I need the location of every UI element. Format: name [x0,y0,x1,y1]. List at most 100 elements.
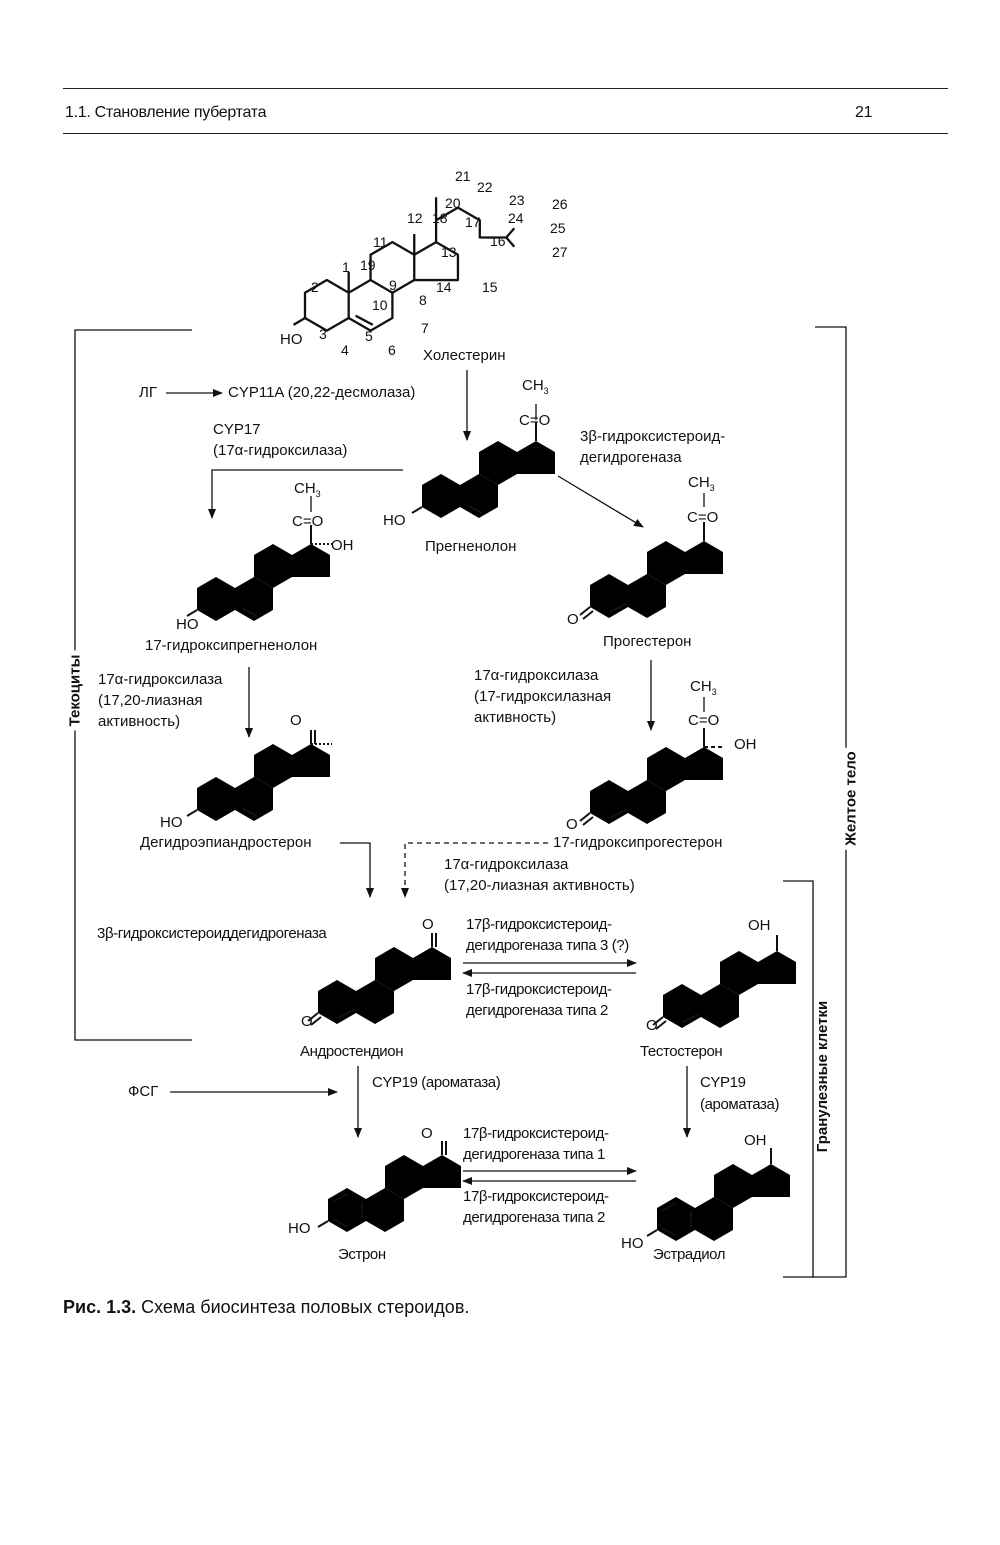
pregnenolone-ch3: CH3 [522,377,549,397]
carbon-number: 12 [407,210,423,226]
compound-hydroxyprogesterone: 17-гидроксипрогестерон [553,834,723,851]
carbon-number: 4 [341,342,349,358]
enzyme-cyp19-right-line2: (ароматаза) [700,1096,780,1113]
dhea-ho: HO [160,814,183,831]
label-corpus-luteum: Желтое тело [842,747,860,850]
enzyme-hydroxylase-right-line3: активность) [474,709,557,726]
page-number: 21 [855,104,873,121]
estradiol-ho: HO [621,1235,644,1252]
enzyme-lyase-mid-line1: 17α-гидроксилаза [444,856,569,873]
carbon-number: 8 [419,292,427,308]
testosterone-oh17: OH [748,917,771,934]
carbon-number: 13 [441,244,457,260]
carbon-number: 11 [373,234,388,250]
enzyme-hsd17b3-line1: 17β-гидроксистероид- [466,916,612,933]
hydroxypregnenolone-structure [186,525,332,621]
enzyme-hsd17b2b-line1: 17β-гидроксистероид- [463,1188,609,1205]
arrow-dhea-androstenedione [340,842,374,898]
enzyme-hsd3b-top-line2: дегидрогеназа [580,449,682,466]
arrow-pregnenolone-progesterone [557,475,644,528]
enzyme-hsd17b2a-line1: 17β-гидроксистероид- [466,981,612,998]
testosterone-structure [652,935,796,1030]
enzyme-hsd17b2a-line2: дегидрогеназа типа 2 [466,1002,608,1019]
hydroxypregnenolone-ch3: CH3 [294,480,321,500]
estradiol-oh17: OH [744,1132,767,1149]
enzyme-hsd3b-mid: 3β-гидроксистероиддегидрогеназа [97,925,327,942]
hydroxypregnenolone-co: C=O [292,513,324,530]
caption-text: Схема биосинтеза половых стероидов. [136,1297,470,1317]
progesterone-ch3: CH3 [688,474,715,494]
header-rule-top [63,88,948,89]
enzyme-hsd3b-top-line1: 3β-гидроксистероид- [580,428,726,445]
regulator-fsh: ФСГ [128,1083,159,1100]
carbon-number: 21 [455,168,471,184]
estrone-ho: HO [288,1220,311,1237]
carbon-number: 25 [550,220,566,236]
carbon-number: 26 [552,196,568,212]
carbon-number: 16 [490,233,506,249]
enzyme-hydroxylase-right-line1: 17α-гидроксилаза [474,667,599,684]
testosterone-o3: O [646,1017,658,1034]
section-title: 1.1. Становление пубертата [65,104,267,121]
cholesterol-ho: HO [280,331,303,348]
enzyme-cyp17-line1: CYP17 [213,421,261,438]
carbon-number: 14 [436,279,452,295]
hydroxypregnenolone-oh: OH [331,537,354,554]
enzyme-cyp17-line2: (17α-гидроксилаза) [213,442,348,459]
arrow-pregnenolone-17oh [208,469,403,519]
regulator-lh: ЛГ [139,384,157,401]
androstenedione-structure [307,933,451,1026]
carbon-number: 27 [552,244,568,260]
androstenedione-o3: O [301,1013,313,1030]
enzyme-lyase-left-line1: 17α-гидроксилаза [98,671,223,688]
carbon-number: 10 [372,297,388,313]
estrone-structure [317,1141,461,1232]
carbon-number: 7 [421,320,429,336]
compound-progesterone: Прогестерон [603,633,692,650]
compound-dhea: Дегидроэпиандростерон [140,834,312,851]
enzyme-cyp19-left: CYP19 (ароматаза) [372,1074,501,1091]
carbon-number: 2 [311,279,319,295]
carbon-number: 3 [319,326,327,342]
dhea-o: O [290,712,302,729]
enzyme-cyp11a: CYP11A (20,22-десмолаза) [228,384,416,401]
carbon-number: 9 [389,277,397,293]
progesterone-o: O [567,611,579,628]
carbon-number: 20 [445,195,461,211]
enzyme-hsd17b1-line1: 17β-гидроксистероид- [463,1125,609,1142]
hydroxyprogesterone-structure [579,728,725,826]
compound-hydroxypregnenolone: 17-гидроксипрегненолон [145,637,318,654]
carbon-number: 5 [365,328,373,344]
carbon-number: 22 [477,179,493,195]
carbon-number: 23 [509,192,525,208]
caption-label: Рис. 1.3. [63,1297,137,1317]
enzyme-hsd17b2b-line2: дегидрогеназа типа 2 [463,1209,605,1226]
carbon-number: 24 [508,210,524,226]
compound-androstenedione: Андростендион [300,1043,404,1060]
hydroxyprogesterone-co: C=O [688,712,720,729]
hydroxyprogesterone-ch3: CH3 [690,678,717,698]
carbon-number: 18 [432,210,448,226]
carbon-number: 1 [342,259,350,275]
cholesterol-structure [292,197,516,332]
granulosa-bracket [783,880,814,1278]
compound-estradiol: Эстрадиол [653,1246,726,1263]
pregnenolone-co: C=O [519,412,551,429]
estrone-o17: O [421,1125,433,1142]
label-granulosa-cells: Гранулезные клетки [814,996,832,1157]
androstenedione-o17: O [422,916,434,933]
carbon-number: 17 [465,214,481,230]
figure-caption: Рис. 1.3. Схема биосинтеза половых стеро… [63,1297,469,1318]
arrow-17ohp-androstenedione [401,842,548,898]
enzyme-hsd17b1-line2: дегидрогеназа типа 1 [463,1146,605,1163]
enzyme-hsd17b3-line2: дегидрогеназа типа 3 (?) [466,937,629,954]
pregnenolone-ho: HO [383,512,406,529]
compound-pregnenolone: Прегненолон [425,538,517,555]
compound-testosterone: Тестостерон [640,1043,723,1060]
label-tekocity: Текоциты [66,650,84,731]
carbon-number: 15 [482,279,498,295]
carbon-number: 6 [388,342,396,358]
hydroxyprogesterone-oh: OH [734,736,757,753]
enzyme-lyase-mid-line2: (17,20-лиазная активность) [444,877,635,894]
compound-cholesterol: Холестерин [423,347,506,364]
